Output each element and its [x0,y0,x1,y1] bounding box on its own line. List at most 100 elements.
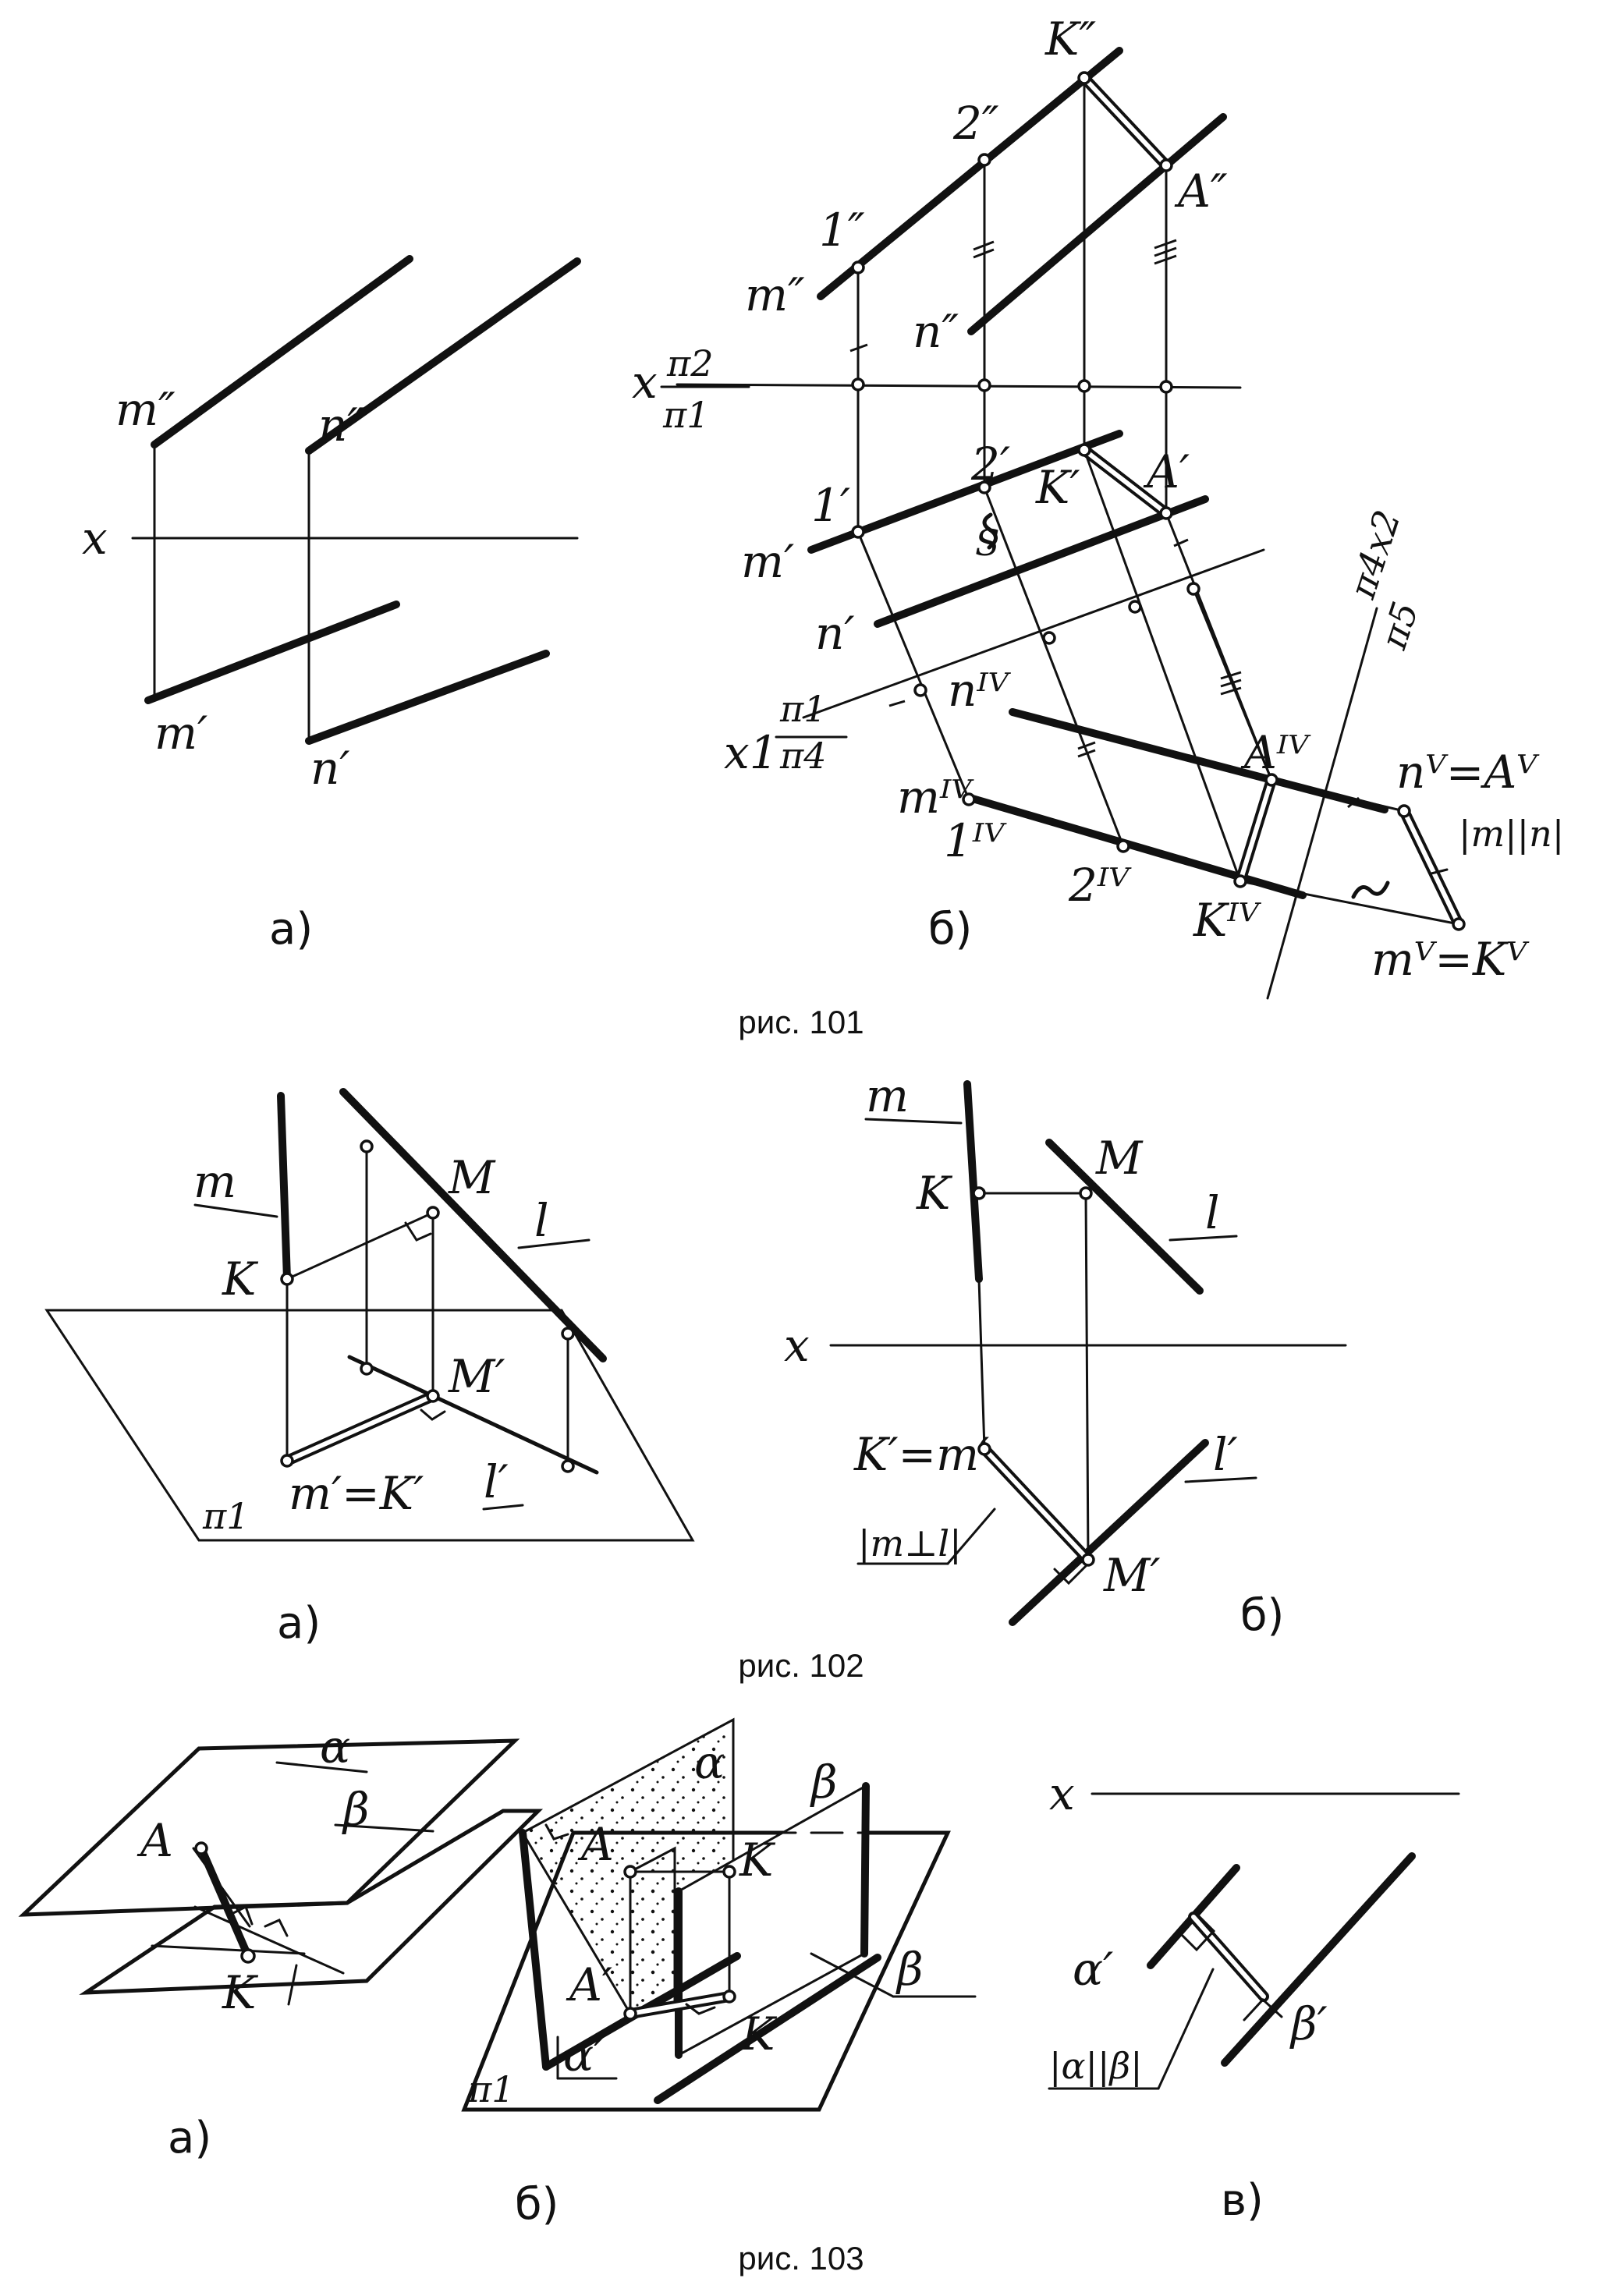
label-1-1: 1′ [811,479,850,532]
equal-length-ticks [849,239,1360,809]
label-S: S [975,522,1000,564]
label-2-4: 2ᴵⱽ [1068,859,1132,912]
subfigure-label: б) [1240,1590,1284,1641]
figure-101b: K″ 2″ 1″ A″ m″ n″ x π2 π1 2′ K′ A′ 1′ m′… [632,12,1564,1000]
label-2-1: 2′ [970,438,1010,491]
label-alpha: α [320,1720,350,1773]
label-l1: l′ [484,1455,509,1508]
right-angle-mark [1053,1564,1087,1586]
label-n1: n′ [815,607,855,660]
segment-ak [197,1844,252,1960]
line-m [277,1092,291,1283]
label-m1: m′ [741,535,794,588]
label-x2: π4x2 [1341,505,1409,604]
label-n1: n′ [310,742,350,795]
label-m1: m′ [154,707,207,760]
figure-102b: m M K l x K′=m′ l′ |m⊥l| M′ б) [784,1069,1347,1641]
label-beta: β [810,1756,838,1809]
caption-fig103: рис. 103 [738,2240,864,2277]
label-A1: A′ [566,1958,612,2011]
line-n-prime [874,495,1209,628]
label-alpha: α [694,1736,725,1789]
label-l1: l′ [1213,1428,1238,1481]
label-x: x [1049,1767,1075,1820]
label-distance-ml: |m⊥l| [858,1522,962,1564]
figure-103a: A α β K а) [18,1720,544,2163]
label-pi1: π1 [467,2068,515,2110]
right-angle-marks [229,1904,289,1937]
label-m2: m″ [745,268,805,321]
label-K: K [739,1834,776,1887]
subfigure-label: б) [928,904,972,955]
label-M1: M′ [1103,1549,1161,1602]
line-l [1045,1139,1204,1295]
plane-pi1 [44,1309,695,1542]
line-n-prime [305,650,550,745]
line-l [339,1088,607,1362]
label-distance-mn: |m||n| [1459,813,1564,855]
label-K4: Kᴵⱽ [1193,894,1262,947]
line-n-iv [1009,708,1388,813]
label-K1: K′ [1035,461,1080,514]
label-l: l [534,1194,549,1247]
segment-km [285,1211,434,1281]
line-n-double-prime [967,113,1227,335]
right-angle-mark-2 [1243,1997,1283,2021]
caption-fig101: рис. 101 [738,1004,864,1040]
label-n2: n″ [318,399,364,452]
label-M: M [1095,1132,1144,1185]
line-n-double-prime [305,257,581,455]
plane-beta [79,1809,544,1995]
label-m: m [193,1155,236,1208]
label-A: A [137,1814,173,1867]
link-line-2-iv [983,486,1125,848]
right-angle-mark-1 [1178,1912,1216,1952]
label-alpha1: α′ [563,2028,604,2082]
label-pi2: π2 [666,342,714,384]
subfigure-label: а) [269,904,313,955]
line-m-double-prime [151,255,413,448]
figure-103c: x α′ β′ |α||β| в) [1048,1767,1460,2226]
label-beta-trace: β [895,1943,924,1996]
label-n4: nᴵⱽ [948,664,1012,717]
plane-alpha [18,1738,520,1917]
line-m [963,1080,983,1283]
label-pi1: π1 [202,1495,250,1537]
figure-101a: m″ n″ x m′ n′ а) [82,255,581,955]
label-A4: Aᴵⱽ [1240,726,1311,779]
line-beta1 [1221,1852,1416,2067]
label-2-2: 2″ [952,97,999,150]
label-K: K [222,1253,259,1306]
label-1-4: 1ᴵⱽ [944,814,1007,867]
figure-102a: m M l K M′ m′=K′ l′ π1 а) [44,1088,695,1649]
line-beta-trace [654,1954,881,2104]
label-beta: β [342,1783,370,1836]
label-m2: m″ [115,383,176,436]
label-K1-m1: K′=m′ [853,1428,989,1481]
label-K1: K′ [740,2007,786,2060]
line-l-prime [347,1355,599,1475]
label-pi1: π1 [662,394,710,436]
label-1-2: 1″ [819,204,865,257]
link-line-1-iv [856,530,970,801]
subfigure-label: б) [515,2179,559,2230]
label-A1: A′ [1143,445,1190,498]
label-m: m [866,1069,909,1122]
label-A2: A″ [1174,165,1228,218]
label-M: M [448,1151,496,1204]
label-m5-K5: mⱽ=Kⱽ [1371,933,1530,986]
line-l-prime [1009,1439,1209,1626]
axis-x12-line [676,383,1242,389]
label-K: K [916,1167,953,1220]
label-distance-ab: |α||β| [1049,2045,1143,2087]
s-mark [982,512,998,550]
label-m1-K1: m′=K′ [289,1467,424,1520]
subfigure-label: а) [277,1598,321,1649]
label-n5-A5: nⱽ=Aⱽ [1396,746,1540,799]
axis-x14-line [802,548,1265,719]
label-l: l [1205,1186,1220,1239]
label-m4: mᴵⱽ [897,771,974,824]
figure-103b: α β A K A′ β π1 α′ K′ б) [461,1717,977,2230]
label-pi5: π5 [1372,597,1427,654]
